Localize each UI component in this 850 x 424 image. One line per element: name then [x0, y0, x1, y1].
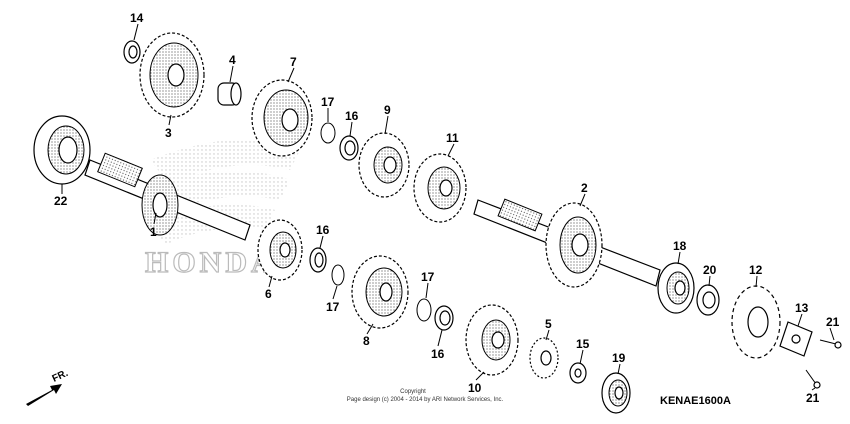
front-label: FR.	[51, 368, 70, 385]
gear-11	[413, 153, 467, 223]
callout-16b: 16	[316, 223, 330, 237]
callout-21b: 21	[806, 391, 820, 405]
bearing-18	[657, 262, 695, 314]
honda-watermark-text: HONDA	[145, 246, 277, 279]
countershaft-2	[473, 198, 661, 288]
callout-7: 7	[290, 55, 297, 69]
gear-10	[465, 304, 519, 376]
callout-4: 4	[229, 53, 236, 67]
callout-17a: 17	[321, 95, 335, 109]
washer-15	[569, 362, 587, 384]
callout-20: 20	[703, 263, 717, 277]
snap-ring-17-low	[416, 298, 432, 322]
washer-16-low	[434, 305, 454, 331]
bushing-4	[217, 82, 242, 106]
callout-16a: 16	[345, 109, 359, 123]
gear-6	[257, 219, 303, 281]
callout-6: 6	[265, 287, 272, 301]
callout-labels: 1 2 3 4 5 6 7 8 9 10 11 12 13 14 15 16 1…	[54, 11, 840, 405]
oil-seal-20	[696, 284, 720, 316]
bearing-19	[601, 372, 631, 414]
snap-ring-17-mid	[331, 264, 345, 286]
callout-21a: 21	[826, 315, 840, 329]
callout-5: 5	[545, 317, 552, 331]
bolt-21-upper	[819, 339, 842, 349]
callout-11: 11	[446, 131, 459, 145]
drawing-code: KENAE1600A	[660, 395, 731, 407]
gear-9	[358, 132, 410, 198]
bearing-22	[33, 115, 91, 185]
gear-3	[139, 32, 205, 118]
front-direction-arrow: FR.	[26, 368, 70, 406]
bolt-21-lower	[805, 369, 821, 389]
callout-17b: 17	[326, 300, 340, 314]
callout-14: 14	[130, 11, 144, 25]
callout-2: 2	[581, 181, 588, 195]
callout-12: 12	[749, 263, 763, 277]
callout-10: 10	[468, 381, 482, 395]
copyright-line-2: Page design (c) 2004 - 2014 by ARI Netwo…	[347, 397, 504, 403]
washer-16-top	[339, 135, 359, 161]
callout-8: 8	[363, 334, 370, 348]
fixing-plate-13	[779, 321, 813, 357]
callout-16c: 16	[431, 347, 445, 361]
mainshaft-1	[84, 152, 251, 241]
callout-15: 15	[576, 337, 590, 351]
callout-17c: 17	[421, 270, 435, 284]
callout-1: 1	[150, 225, 157, 239]
callout-22: 22	[54, 194, 68, 208]
callout-9: 9	[384, 103, 391, 117]
sprocket-12	[731, 285, 781, 359]
copyright-line-1: Copyright	[400, 389, 426, 395]
washer-16-mid	[309, 247, 327, 273]
washer-14	[123, 40, 141, 64]
snap-ring-17-top	[320, 122, 336, 144]
callout-3: 3	[165, 126, 172, 140]
gear-7	[251, 79, 313, 157]
callout-19: 19	[612, 351, 626, 365]
callout-13: 13	[795, 301, 809, 315]
gear-8	[351, 255, 409, 329]
leader-lines	[61, 23, 835, 391]
gear-5	[529, 337, 559, 379]
callout-18: 18	[673, 239, 687, 253]
